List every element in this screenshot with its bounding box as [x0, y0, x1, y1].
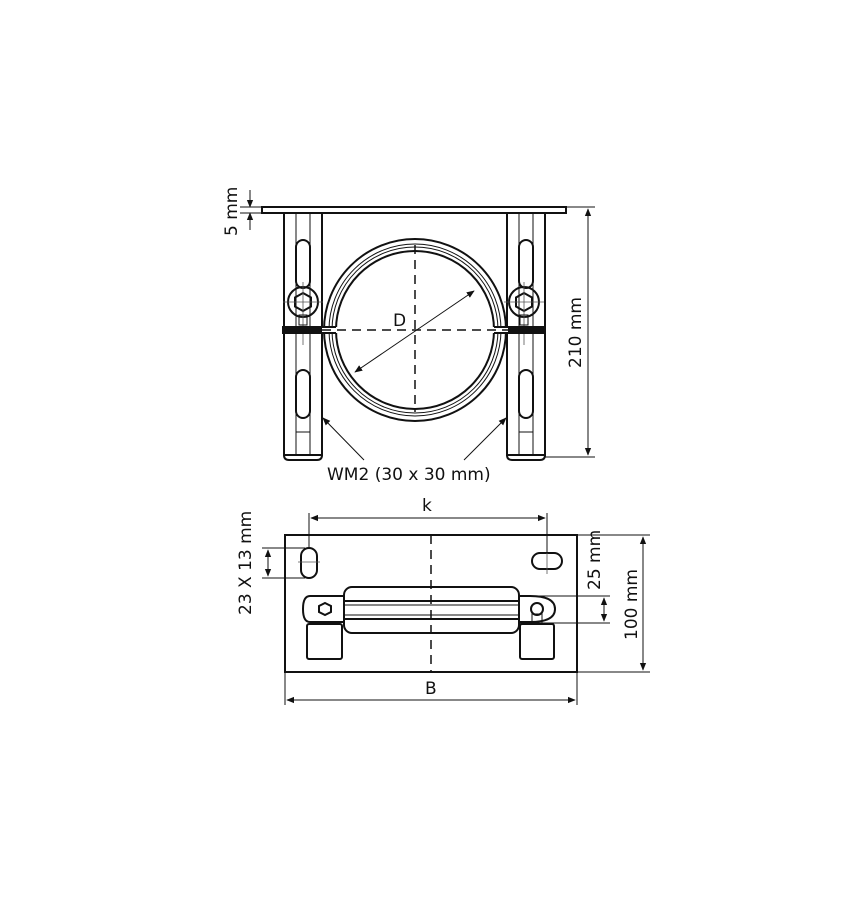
profile-callout: WM2 (30 x 30 mm)	[327, 465, 491, 485]
plate-depth-label: 100 mm	[622, 569, 642, 640]
slot-left	[300, 547, 318, 579]
total-height-dimension: 210 mm	[545, 206, 595, 458]
top-plate	[261, 206, 567, 214]
profile-leader-left	[322, 417, 365, 461]
plate-thickness-label: 5 mm	[222, 187, 242, 236]
plate-thickness-dimension: 5 mm	[222, 187, 262, 236]
clamp-width-dimension: 25 mm	[519, 530, 610, 624]
plate-width-dimension: B	[284, 672, 578, 705]
diameter-label: D	[393, 311, 406, 331]
right-channel-profile	[506, 212, 546, 461]
hole-spacing-label: k	[422, 496, 432, 516]
plan-view: k 23 X 13 mm 25 mm 100 mm B	[236, 496, 650, 705]
diameter-dimension-line	[354, 290, 475, 373]
total-height-label: 210 mm	[566, 297, 586, 368]
plate-width-label: B	[425, 679, 437, 699]
right-bolt-assembly	[503, 282, 545, 345]
hole-spacing-dimension: k	[308, 496, 548, 553]
clamp-width-label: 25 mm	[585, 530, 605, 590]
clamp-body-plan	[343, 586, 520, 634]
front-view: D 5 mm 210 mm WM2 (30 x 30 mm)	[222, 187, 595, 485]
slot-size-dimension: 23 X 13 mm	[236, 511, 305, 615]
slot-size-label: 23 X 13 mm	[236, 511, 256, 615]
profile-leader-right	[463, 417, 507, 461]
plate-depth-dimension: 100 mm	[577, 534, 650, 673]
left-bolt-assembly	[282, 282, 324, 345]
